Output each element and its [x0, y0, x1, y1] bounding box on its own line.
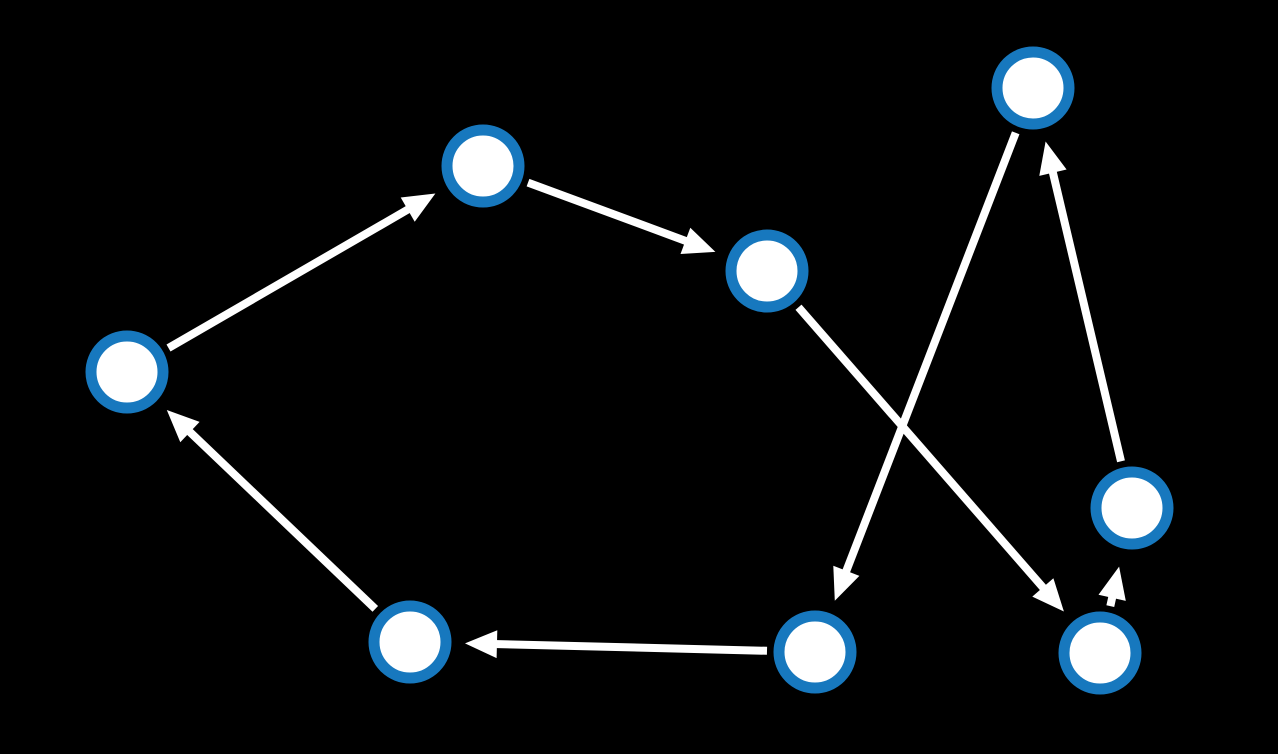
node-bottom-right[interactable]	[1058, 611, 1142, 695]
edge-node-bottom-left-to-node-left	[166, 410, 379, 612]
edge-line	[166, 204, 414, 352]
node-right-middle[interactable]	[1090, 466, 1174, 550]
arrowhead-icon	[465, 630, 498, 659]
node-bottom-middle[interactable]	[773, 610, 857, 694]
node-top-right[interactable]	[991, 46, 1075, 130]
edge-node-top-right-to-node-bottom-middle	[833, 131, 1020, 601]
edge-line	[1048, 167, 1125, 463]
arrowhead-icon	[1039, 141, 1067, 176]
node-left[interactable]	[85, 330, 169, 414]
arrowhead-icon	[166, 410, 200, 443]
edge-line	[492, 640, 768, 655]
edge-node-upper-middle-to-node-center	[526, 178, 716, 254]
edge-node-center-to-node-bottom-right	[795, 304, 1064, 612]
edge-node-left-to-node-upper-middle	[166, 193, 436, 352]
edge-node-bottom-middle-to-node-bottom-left	[465, 630, 768, 659]
edge-line	[184, 426, 379, 612]
arrowhead-icon	[1098, 566, 1126, 601]
arrowhead-icon	[400, 193, 436, 222]
arrowhead-icon	[680, 227, 716, 254]
node-upper-middle[interactable]	[441, 124, 525, 208]
arrowhead-icon	[1032, 578, 1064, 612]
edge-line	[526, 178, 691, 246]
node-bottom-left[interactable]	[368, 600, 452, 684]
edge-node-bottom-right-to-node-right-middle	[1098, 566, 1126, 607]
arrowhead-icon	[833, 565, 860, 601]
edge-line	[841, 131, 1020, 577]
edge-line	[795, 304, 1049, 594]
edge-node-right-middle-to-node-top-right	[1039, 141, 1125, 463]
node-center[interactable]	[725, 229, 809, 313]
